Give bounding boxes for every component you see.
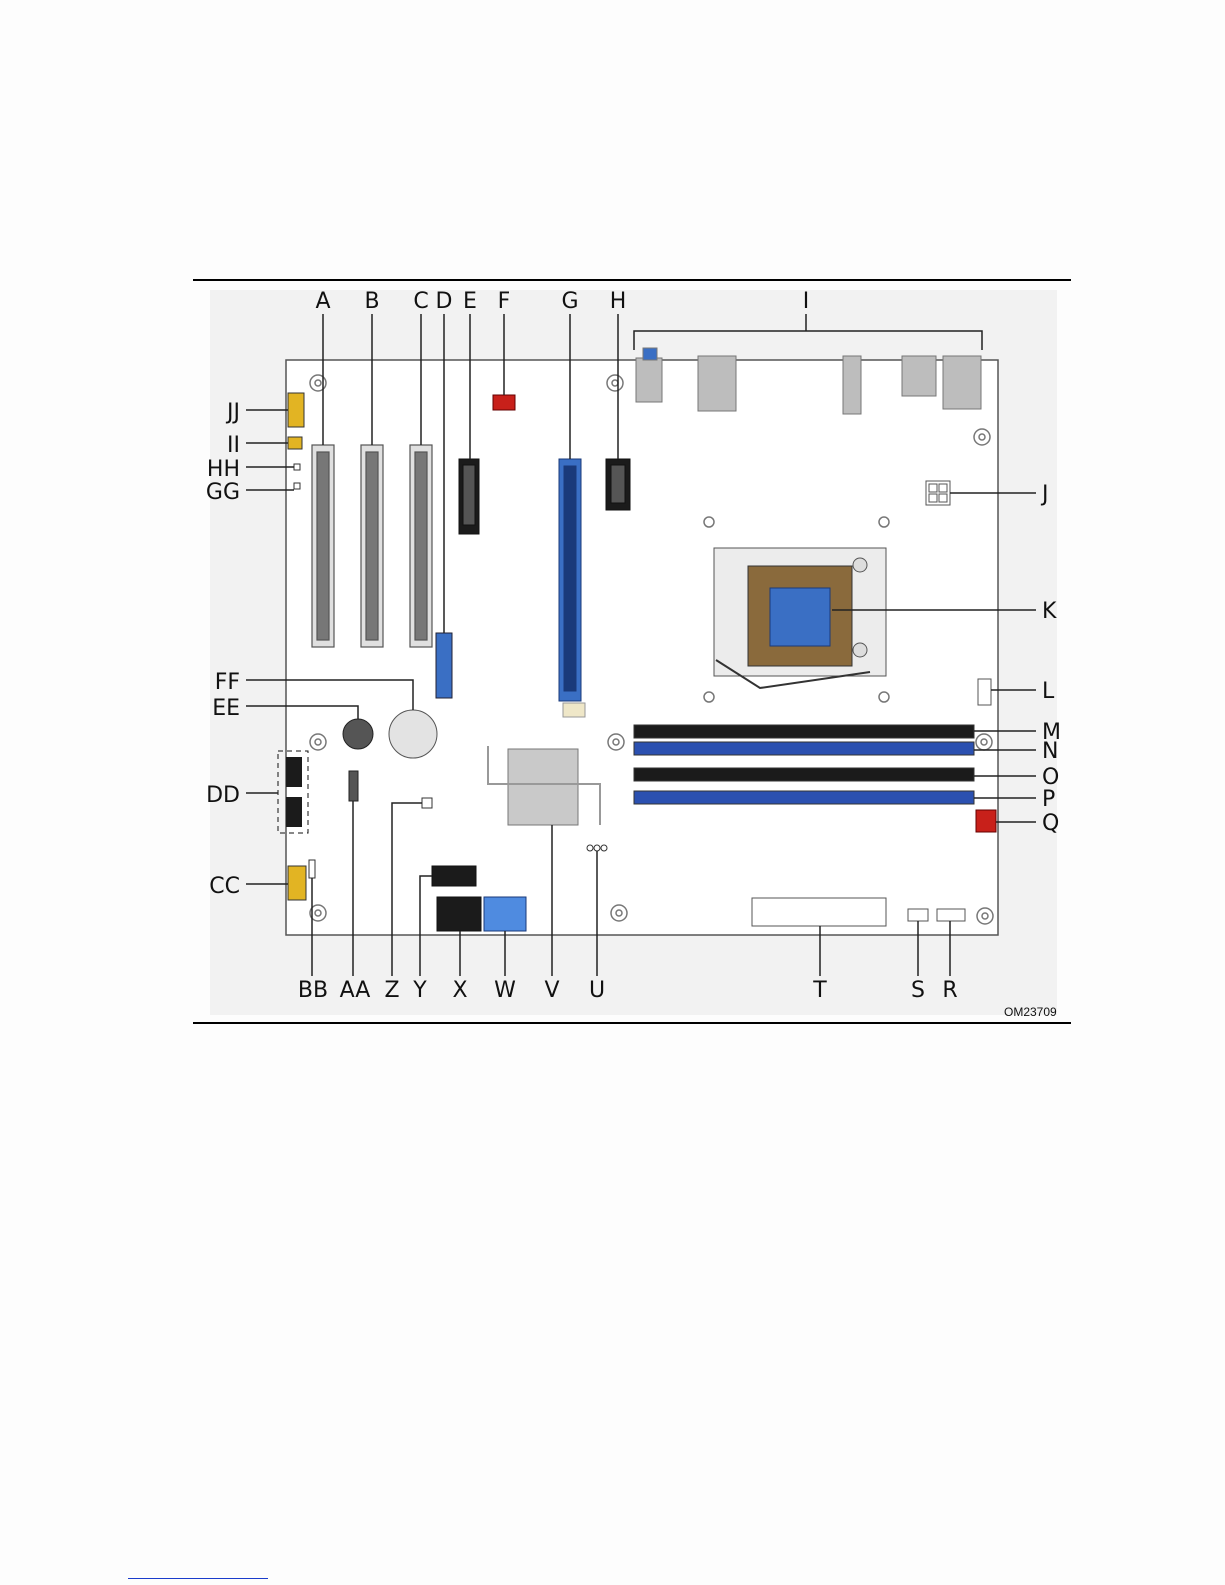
label-a: A — [315, 289, 330, 314]
label-r: R — [942, 978, 957, 1003]
red-header-f — [493, 395, 515, 410]
label-x: X — [452, 978, 467, 1003]
label-dd: DD — [206, 783, 240, 808]
label-q: Q — [1042, 811, 1059, 836]
jumper-bb — [309, 860, 315, 878]
header-r — [937, 909, 965, 921]
main-power-connector — [752, 898, 886, 926]
label-n: N — [1042, 739, 1058, 764]
jumper-u — [587, 845, 607, 851]
label-k: K — [1042, 599, 1057, 624]
label-aa: AA — [340, 978, 371, 1003]
header-aa — [349, 771, 358, 801]
fan-header-l — [978, 679, 991, 705]
label-w: W — [494, 978, 516, 1003]
label-z: Z — [384, 978, 399, 1003]
pcie-x16-slot — [559, 459, 585, 717]
label-ii: II — [227, 433, 240, 458]
board-outline — [286, 360, 998, 935]
label-v: V — [544, 978, 559, 1003]
label-g: G — [561, 289, 578, 314]
header-jj — [288, 393, 304, 427]
label-bb: BB — [298, 978, 328, 1003]
sata-blue — [484, 897, 526, 931]
figure-id: OM23709 — [1004, 1005, 1057, 1019]
label-i: I — [803, 289, 810, 314]
label-gg: GG — [206, 480, 240, 505]
processor-socket — [714, 548, 886, 688]
label-y: Y — [412, 978, 427, 1003]
label-s: S — [911, 978, 925, 1003]
label-ff: FF — [215, 670, 240, 695]
label-c: C — [413, 289, 428, 314]
chipset-heatsink — [508, 749, 578, 825]
battery-ff — [389, 710, 437, 758]
label-jj: JJ — [225, 400, 240, 425]
jumper-gg — [294, 483, 300, 489]
header-s — [908, 909, 928, 921]
front-panel-cc — [288, 866, 306, 900]
red-header-q — [976, 810, 996, 832]
jumper-z — [422, 798, 432, 808]
label-cc: CC — [209, 874, 240, 899]
label-t: T — [812, 978, 827, 1003]
atx-12v-connector — [926, 481, 950, 505]
pci-slots — [312, 445, 432, 647]
sata-black — [437, 897, 481, 931]
label-f: F — [498, 289, 511, 314]
pcie-x1-slot-h — [606, 459, 630, 510]
label-p: P — [1042, 787, 1055, 812]
label-l: L — [1042, 679, 1055, 704]
label-j: J — [1040, 482, 1049, 507]
header-ii — [288, 437, 302, 449]
esata-y — [432, 866, 476, 886]
label-d: D — [436, 289, 453, 314]
label-h: H — [610, 289, 627, 314]
buzzer-ee — [343, 719, 373, 749]
label-e: E — [463, 289, 477, 314]
label-b: B — [364, 289, 379, 314]
jumper-hh — [294, 464, 300, 470]
label-ee: EE — [212, 696, 240, 721]
pcie-x1-slot-e — [459, 459, 479, 534]
usb-header-blue — [436, 633, 452, 698]
label-hh: HH — [207, 457, 240, 482]
label-u: U — [589, 978, 605, 1003]
footnote-link-underline[interactable] — [128, 1578, 268, 1579]
